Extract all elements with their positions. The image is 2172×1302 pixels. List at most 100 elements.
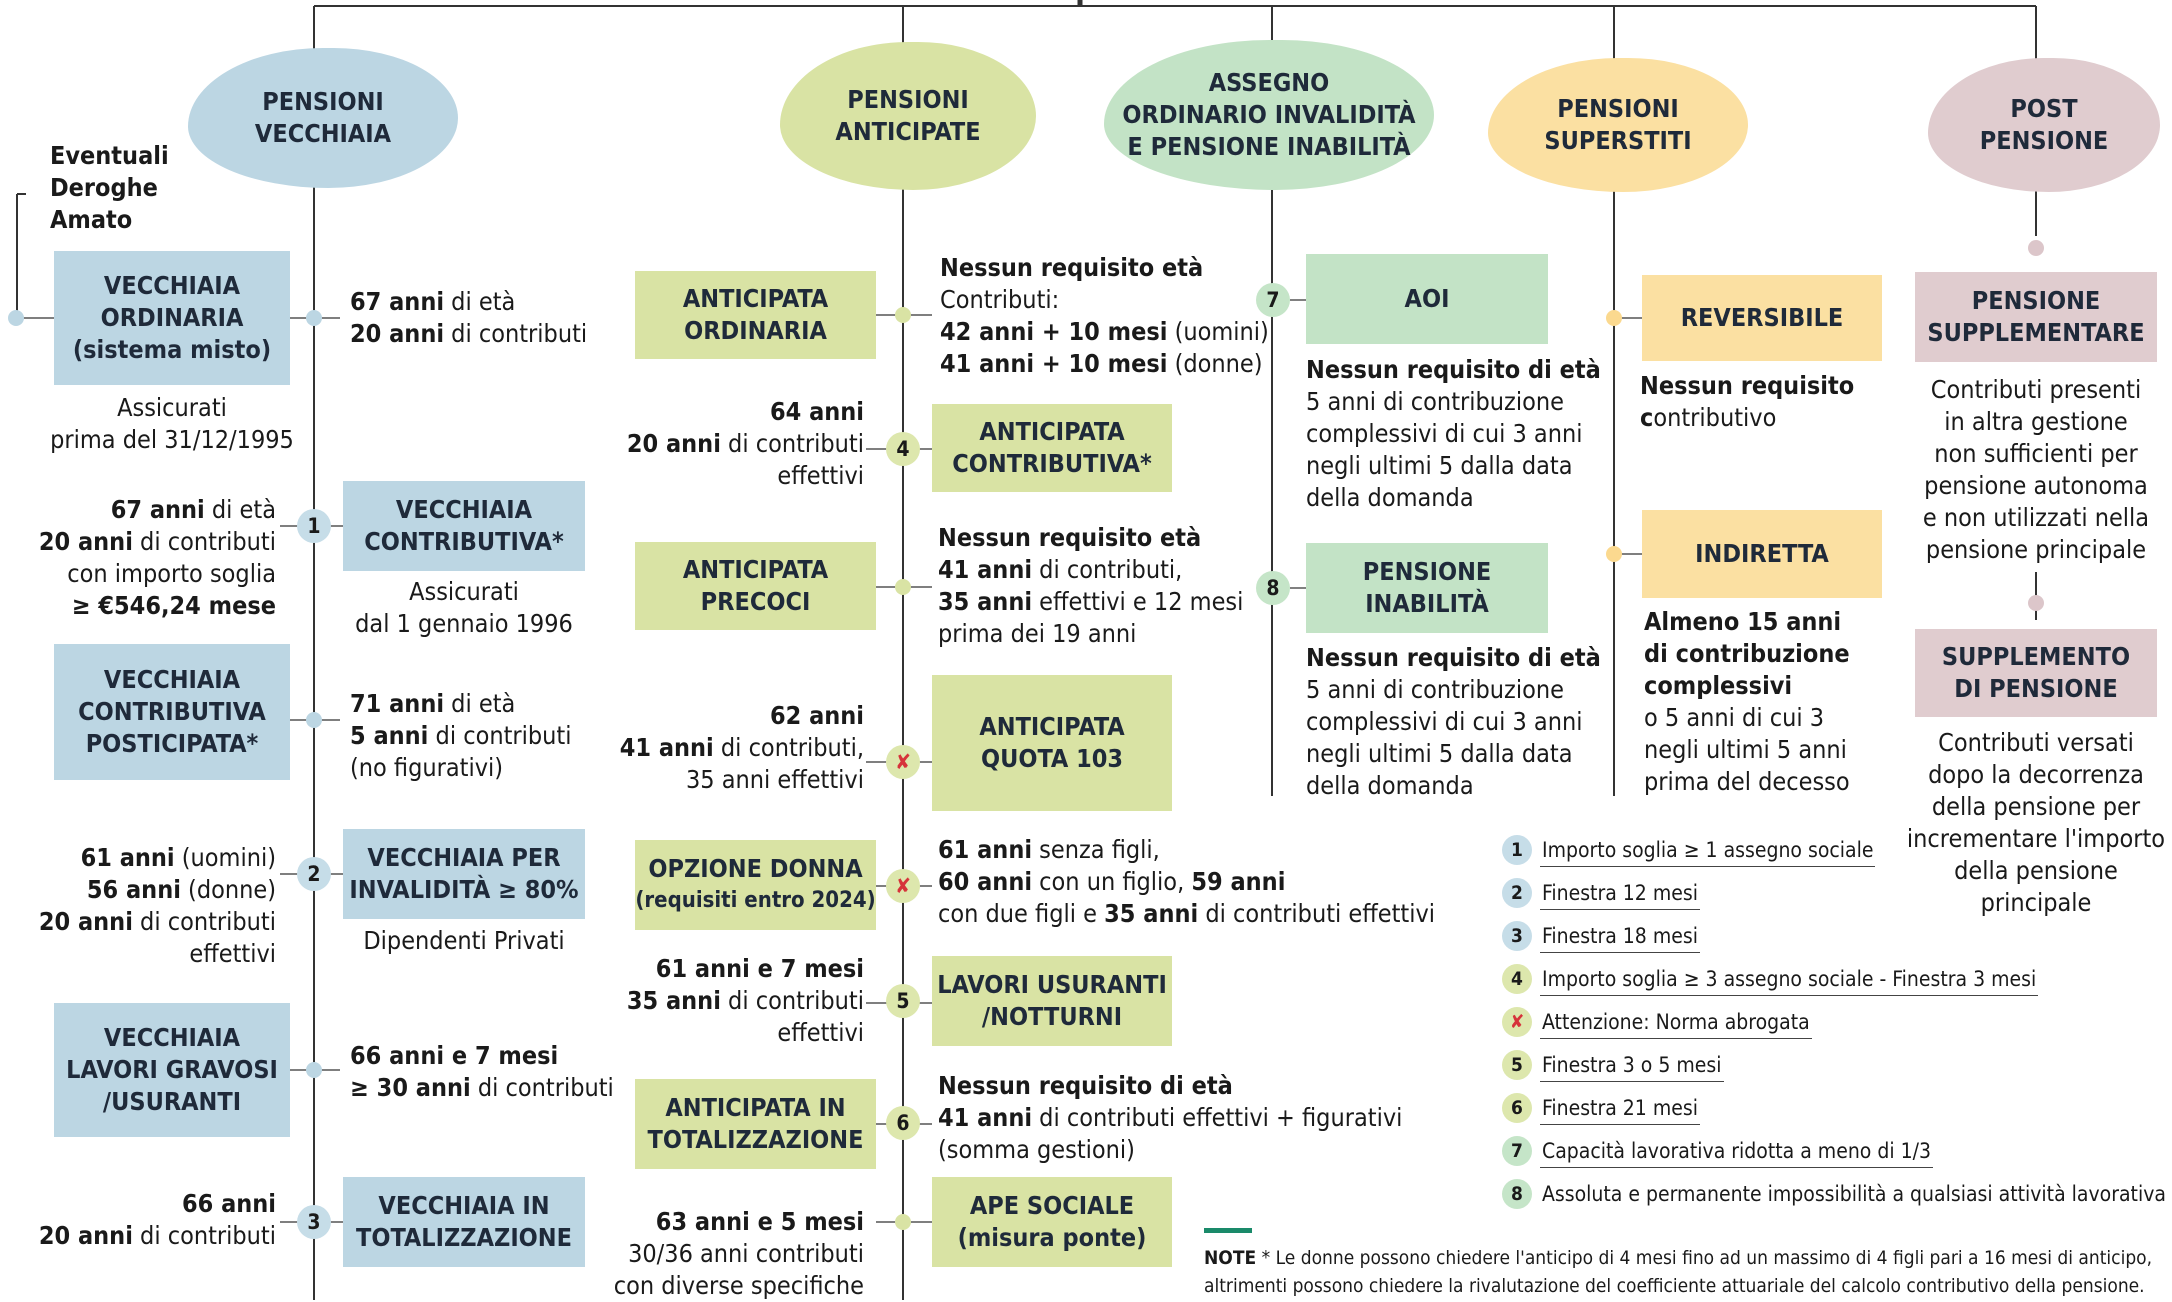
box-title-line: CONTRIBUTIVA* <box>952 449 1152 478</box>
box-title-line: TOTALIZZAZIONE <box>356 1223 572 1252</box>
req-line: complessivi di cui 3 anni <box>1306 418 1601 450</box>
req-line: contributivo <box>1640 402 1854 434</box>
req-line: complessivi di cui 3 anni <box>1306 706 1601 738</box>
req-text: di età <box>204 495 276 524</box>
legend-text: Importo soglia ≥ 3 assegno sociale - Fin… <box>1540 963 2039 996</box>
req-line: 67 anni di età <box>20 494 276 526</box>
req-vecchiaia-posticipata: 71 anni di età 5 anni di contributi (no … <box>350 688 572 784</box>
req-line: 67 anni di età <box>350 286 587 318</box>
req-bold: 56 anni <box>86 875 181 904</box>
note-vecchiaia-invalidita: Dipendenti Privati <box>343 925 585 957</box>
req-text: di contributi, <box>713 733 864 762</box>
note-line: in altra gestione <box>1944 407 2128 436</box>
req-bold: 35 anni <box>1104 899 1199 928</box>
badge-6: 6 <box>886 1106 920 1140</box>
req-text: 30/36 anni contributi <box>628 1239 864 1268</box>
box-pensione-inabilita: PENSIONE INABILITÀ <box>1306 543 1548 633</box>
abrogata-icon: ✘ <box>886 745 920 779</box>
req-line: con importo soglia <box>20 558 276 590</box>
req-line: 66 anni e 7 mesi <box>350 1040 614 1072</box>
box-supplemento-pensione: SUPPLEMENTO DI PENSIONE <box>1915 629 2157 717</box>
box-title-line: VECCHIAIA <box>395 495 533 524</box>
connector-dot <box>306 310 322 326</box>
header-line: ASSEGNO <box>1208 68 1330 97</box>
req-line: 35 anni effettivi e 12 mesi <box>938 586 1243 618</box>
box-title-line: SUPPLEMENTO <box>1941 642 2131 671</box>
legend-text: Finestra 21 mesi <box>1540 1092 1700 1125</box>
req-line: di contribuzione <box>1644 638 1850 670</box>
header-line: VECCHIAIA <box>254 119 392 148</box>
req-line: 66 anni <box>20 1188 276 1220</box>
box-title-line: ANTICIPATA IN <box>665 1093 846 1122</box>
legend-badge: 8 <box>1502 1179 1532 1209</box>
box-title-line: ORDINARIA <box>684 316 827 345</box>
note-supplemento-pensione: Contributi versati dopo la decorrenza de… <box>1905 727 2167 919</box>
req-vecchiaia-contributiva: 67 anni di età 20 anni di contributi con… <box>20 494 276 622</box>
req-line: 71 anni di età <box>350 688 572 720</box>
req-text: complessivi di cui 3 anni <box>1306 707 1583 736</box>
req-line: 42 anni + 10 mesi (uomini) <box>940 316 1269 348</box>
box-title-line: VECCHIAIA IN <box>378 1191 550 1220</box>
req-bold: 20 anni <box>38 907 133 936</box>
req-anticipata-precoci: Nessun requisito età 41 anni di contribu… <box>938 522 1243 650</box>
req-line: 63 anni e 5 mesi <box>600 1206 864 1238</box>
legend-text: Capacità lavorativa ridotta a meno di 1/… <box>1540 1135 1934 1168</box>
req-text: negli ultimi 5 dalla data <box>1306 739 1573 768</box>
req-line: 62 anni <box>600 700 864 732</box>
box-title-line: AOI <box>1404 284 1450 313</box>
box-title-line: /USURANTI <box>102 1087 242 1116</box>
req-line: o 5 anni di cui 3 <box>1644 702 1850 734</box>
req-line: complessivi <box>1644 670 1850 702</box>
box-anticipata-precoci: ANTICIPATA PRECOCI <box>635 542 876 630</box>
box-title-line: PRECOCI <box>700 587 811 616</box>
req-anticipata-contributiva: 64 anni 20 anni di contributi effettivi <box>600 396 864 492</box>
req-bold: Nessun requisito età <box>940 253 1204 282</box>
req-bold: 20 anni <box>350 319 445 348</box>
req-bold: 20 anni <box>38 527 133 556</box>
box-title-line: REVERSIBILE <box>1680 303 1844 332</box>
box-title-line: ANTICIPATA <box>979 417 1125 446</box>
box-title-line: INABILITÀ <box>1365 589 1489 618</box>
req-bold: 20 anni <box>38 1221 133 1250</box>
box-title-line: INVALIDITÀ ≥ 80% <box>349 875 579 904</box>
abrogata-icon: ✘ <box>1502 1007 1532 1037</box>
req-text: 35 anni effettivi <box>685 765 864 794</box>
req-bold: Almeno 15 anni <box>1644 607 1842 636</box>
box-title-line: OPZIONE DONNA <box>648 854 863 883</box>
req-line: 61 anni (uomini) <box>20 842 276 874</box>
deroghe-line: Amato <box>50 205 133 234</box>
box-title-line: ANTICIPATA <box>979 712 1125 741</box>
connector-dot <box>895 1214 911 1230</box>
footnote: NOTE * Le donne possono chiedere l'antic… <box>1204 1244 2152 1300</box>
req-line: 41 anni di contributi, <box>600 732 864 764</box>
req-line: 35 anni di contributi <box>600 985 864 1017</box>
box-anticipata-contributiva: ANTICIPATA CONTRIBUTIVA* <box>932 404 1172 492</box>
badge-1: 1 <box>297 509 331 543</box>
box-title-line: QUOTA 103 <box>980 744 1124 773</box>
legend-badge: 4 <box>1502 964 1532 994</box>
note-text: * Le donne possono chiedere l'anticipo d… <box>1261 1247 2153 1269</box>
note-line: dopo la decorrenza <box>1928 760 2144 789</box>
req-reversibile: Nessun requisito contributivo <box>1640 370 1854 434</box>
req-text: con un figlio, <box>1032 867 1192 896</box>
req-text: di contributi, <box>1032 555 1183 584</box>
header-line: POST <box>2010 94 2078 123</box>
header-line: PENSIONI <box>847 85 969 114</box>
note-line: della pensione <box>1954 856 2118 885</box>
req-line: prima dei 19 anni <box>938 618 1243 650</box>
legend-item: 2 Finestra 12 mesi <box>1502 876 1700 910</box>
req-bold: 41 anni <box>938 555 1033 584</box>
box-ape-sociale: APE SOCIALE (misura ponte) <box>932 1177 1172 1267</box>
req-bold: ≥ 30 anni <box>350 1073 471 1102</box>
req-text: (uomini) <box>1167 317 1269 346</box>
req-bold: Nessun requisito di età <box>1306 643 1601 672</box>
req-text: Contributi: <box>940 285 1060 314</box>
connector-dot <box>306 1062 322 1078</box>
note-line: Assicurati <box>409 577 519 606</box>
req-bold: complessivi <box>1644 671 1793 700</box>
req-text: effettivi e 12 mesi <box>1032 587 1244 616</box>
req-text: ontributivo <box>1653 403 1777 432</box>
note-line: incrementare l'importo <box>1906 824 2166 853</box>
req-bold: ≥ €546,24 mese <box>71 591 276 620</box>
